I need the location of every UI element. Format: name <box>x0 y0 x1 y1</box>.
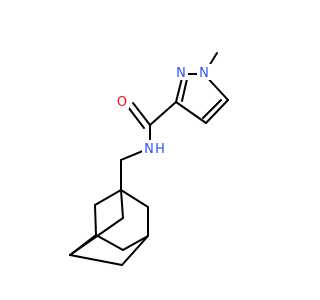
atom-labels: N N O N H <box>115 64 211 157</box>
bond-c3-n2-double <box>181 78 188 102</box>
atom-label-amide-h: H <box>155 142 165 157</box>
bond-ad-11 <box>69 254 123 266</box>
atom-label-amide-n: N <box>144 142 154 157</box>
bond-ad-7 <box>95 234 124 251</box>
atom-label-n1: N <box>199 66 209 81</box>
bond-ad-3 <box>120 189 124 219</box>
bond-ad-8 <box>122 235 149 251</box>
bond-ad-2 <box>120 189 149 208</box>
bond-ad-10 <box>69 217 124 256</box>
bond-c3-carbonyl <box>149 101 177 126</box>
bond-ad-1 <box>94 189 122 206</box>
bonds <box>69 52 229 266</box>
atom-label-carbonyl-o: O <box>117 95 127 110</box>
bond-ad-4 <box>94 204 97 236</box>
bond-c5-c4-double <box>202 99 222 119</box>
bond-ad-9 <box>121 235 149 266</box>
molecule-structure: N N O N H <box>69 52 229 266</box>
atom-label-n2: N <box>176 66 186 81</box>
bond-carbonyl-o-double <box>127 106 145 129</box>
bond-carbonyl-o <box>132 102 151 126</box>
bond-c5-c4 <box>205 99 229 124</box>
bond-c4-c3 <box>175 101 207 124</box>
